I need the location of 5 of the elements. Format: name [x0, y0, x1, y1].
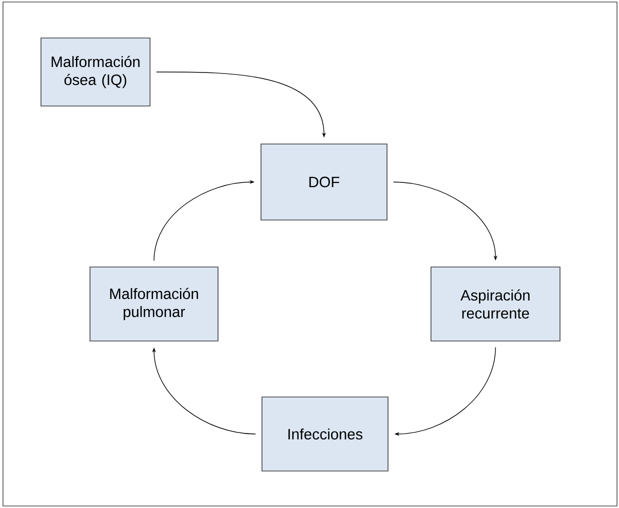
process-box: Aspiración recurrente	[430, 266, 560, 342]
process-box: Infecciones	[262, 396, 388, 472]
process-box: Malformación pulmonar	[90, 266, 218, 342]
process-box: DOF	[260, 144, 388, 220]
process-box: Malformación ósea (IQ)	[40, 38, 150, 106]
